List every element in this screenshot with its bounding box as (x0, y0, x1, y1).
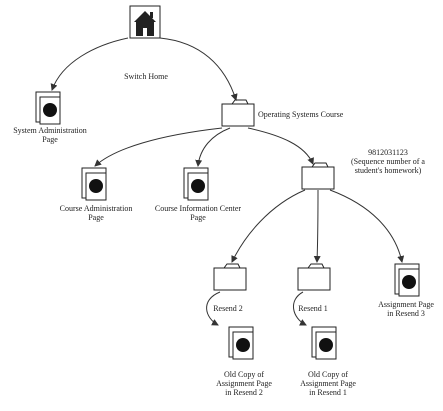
edge-student-to-assignpage (329, 189, 405, 263)
os-course-label-line: Operating Systems Course (258, 110, 344, 119)
home-label: Switch Home (110, 72, 182, 81)
old-copy-resend2-page-icon[interactable] (228, 326, 254, 360)
edge-oscourse-to-courseadmin (94, 127, 223, 167)
edge-student-to-resend1 (313, 189, 321, 263)
edge-oscourse-to-courseinfo (195, 127, 231, 167)
resend2-label-line: Resend 2 (213, 304, 243, 313)
resend1-label: Resend 1 (285, 304, 341, 313)
student-homework-label-line: 9812031123 (368, 148, 408, 157)
old-copy-resend2-label-line: Old Copy of (224, 370, 264, 379)
home-label-line: Switch Home (124, 72, 168, 81)
resend1-folder-icon[interactable] (297, 263, 331, 291)
resend1-label-line: Resend 1 (298, 304, 328, 313)
resend2-label: Resend 2 (200, 304, 256, 313)
course-information-center-page-icon[interactable] (183, 167, 209, 201)
student-homework-label-line: student's homework) (354, 166, 422, 175)
old-copy-resend1-label-line: Old Copy of (308, 370, 348, 379)
course-administration-label-line: Course Administration (59, 204, 133, 213)
edge-home-to-sysadmin (50, 37, 129, 91)
old-copy-resend2-label-line: Assignment Page (216, 379, 272, 388)
old-copy-resend1-page-icon[interactable] (311, 326, 337, 360)
os-course-folder-icon[interactable] (221, 99, 255, 127)
old-copy-resend2-label-line: in Resend 2 (225, 388, 263, 397)
edge-student-to-resend2 (231, 189, 306, 263)
system-administration-page-icon[interactable] (35, 91, 61, 125)
edge-resend2-to-oldcopy2 (206, 291, 221, 326)
course-administration-label-line: Page (88, 213, 104, 222)
edge-home-to-oscourse (159, 37, 238, 101)
assignment-page-resend3-label-line: Assignment Page (378, 300, 434, 309)
assignment-page-resend3-icon[interactable] (394, 263, 420, 297)
student-homework-folder-icon[interactable] (301, 162, 335, 190)
system-administration-label-line: Page (42, 135, 58, 144)
system-administration-label-line: System Administration (13, 126, 87, 135)
old-copy-resend1-label-line: in Resend 1 (309, 388, 347, 397)
course-information-center-label-line: Course Information Center (154, 204, 242, 213)
os-course-label: Operating Systems Course (258, 110, 378, 119)
student-homework-label-line: (Sequence number of a (351, 157, 425, 166)
assignment-page-resend3-label-line: in Resend 3 (387, 309, 425, 318)
course-administration-page-icon[interactable] (81, 167, 107, 201)
old-copy-resend1-label-line: Assignment Page (300, 379, 356, 388)
edge-oscourse-to-student (247, 127, 314, 165)
resend2-folder-icon[interactable] (213, 263, 247, 291)
home-icon[interactable] (129, 5, 161, 39)
edge-resend1-to-oldcopy1 (293, 291, 307, 326)
course-information-center-label-line: Page (190, 213, 206, 222)
